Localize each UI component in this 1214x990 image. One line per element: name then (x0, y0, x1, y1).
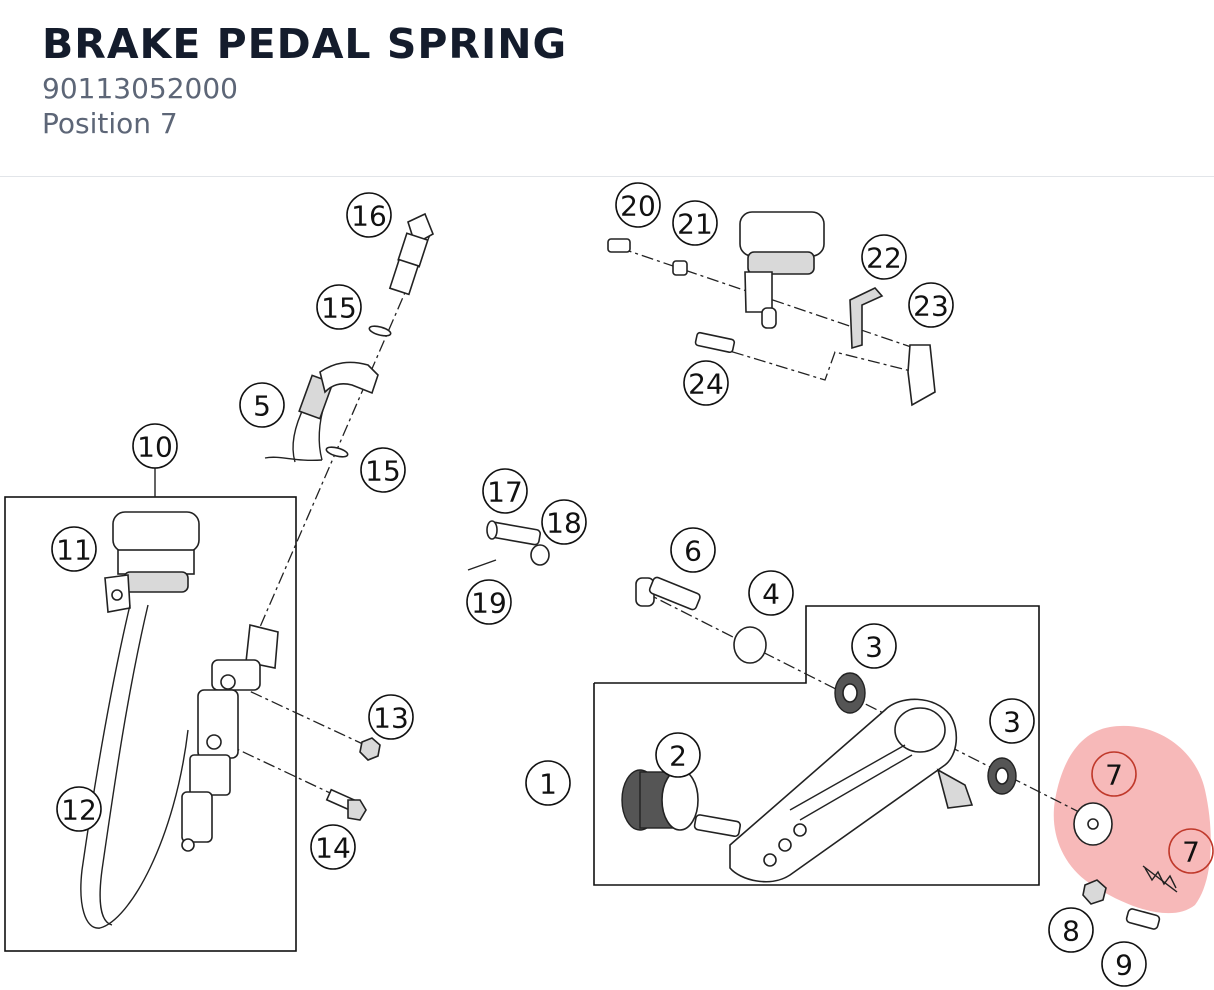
callout-5[interactable]: 5 (239, 382, 285, 428)
callout-label: 18 (546, 507, 582, 540)
callout-1[interactable]: 1 (525, 760, 571, 806)
banjo-fitting (388, 212, 435, 296)
callout-9[interactable]: 9 (1101, 941, 1147, 987)
part-header: BRAKE PEDAL SPRING 90113052000 Position … (0, 0, 1214, 177)
callout-label: 10 (137, 431, 173, 464)
part-number: 90113052000 (42, 72, 238, 105)
callout-11[interactable]: 11 (51, 526, 97, 572)
callout-label: 22 (866, 242, 902, 275)
bracket-23 (907, 344, 936, 407)
pedal-assembly-frame (593, 605, 1040, 886)
callout-15[interactable]: 15 (316, 284, 362, 330)
cotter-pin-19 (467, 559, 497, 571)
part-title: BRAKE PEDAL SPRING (42, 20, 568, 68)
callout-label: 14 (315, 832, 351, 865)
callout-label: 9 (1115, 949, 1133, 982)
callout-7[interactable]: 7 (1168, 828, 1214, 874)
washer-4 (733, 626, 767, 664)
callout-24[interactable]: 24 (683, 360, 729, 406)
callout-label: 2 (669, 740, 687, 773)
callout-14[interactable]: 14 (310, 824, 356, 870)
callout-17[interactable]: 17 (482, 468, 528, 514)
pivot-bolt-6 (635, 576, 701, 611)
callout-12[interactable]: 12 (56, 786, 102, 832)
position-label: Position 7 (42, 107, 178, 140)
pedal-rubber-2 (621, 769, 699, 831)
callout-2[interactable]: 2 (655, 732, 701, 778)
callout-label: 20 (620, 190, 656, 223)
callout-label: 1 (539, 768, 557, 801)
callout-label: 23 (913, 290, 949, 323)
washer-18 (530, 544, 550, 566)
nut-13 (359, 737, 381, 761)
reservoir-top (739, 211, 825, 329)
callout-label: 17 (487, 476, 523, 509)
callout-label: 15 (365, 455, 401, 488)
callout-6[interactable]: 6 (670, 527, 716, 573)
callout-label: 3 (865, 631, 883, 664)
callout-3[interactable]: 3 (989, 698, 1035, 744)
master-cylinder (181, 624, 279, 852)
callout-label: 12 (61, 794, 97, 827)
callout-label: 5 (253, 390, 271, 423)
callout-label: 21 (677, 208, 713, 241)
callout-19[interactable]: 19 (466, 579, 512, 625)
position-7-highlight (1053, 725, 1211, 914)
spacer-21 (672, 260, 688, 276)
bracket-22 (849, 287, 884, 350)
callout-label: 11 (56, 534, 92, 567)
pin-17 (486, 520, 542, 546)
brake-pedal-spring (1142, 865, 1178, 893)
callout-label: 24 (688, 368, 724, 401)
callout-21[interactable]: 21 (672, 200, 718, 246)
callout-10[interactable]: 10 (132, 423, 178, 469)
callout-20[interactable]: 20 (615, 182, 661, 228)
reservoir-hose (80, 604, 131, 929)
callout-label: 13 (373, 702, 409, 735)
callout-8[interactable]: 8 (1048, 907, 1094, 953)
bolt-14 (325, 788, 367, 821)
pedal-pin (693, 814, 742, 838)
nut-8 (1082, 879, 1107, 905)
callout-label: 16 (351, 200, 387, 233)
callout-label: 15 (321, 292, 357, 325)
reservoir-left (104, 511, 200, 613)
callout-label: 19 (471, 587, 507, 620)
brake-pedal (729, 698, 974, 883)
callout-label: 4 (762, 578, 780, 611)
callout-22[interactable]: 22 (861, 234, 907, 280)
bolt-24 (694, 331, 736, 354)
callout-18[interactable]: 18 (541, 499, 587, 545)
callout-16[interactable]: 16 (346, 192, 392, 238)
callout-label: 7 (1182, 836, 1200, 869)
bolt-20 (607, 238, 631, 253)
callout-label: 3 (1003, 706, 1021, 739)
callout-13[interactable]: 13 (368, 694, 414, 740)
callout-label: 8 (1062, 915, 1080, 948)
callout-4[interactable]: 4 (748, 570, 794, 616)
callout-label: 6 (684, 535, 702, 568)
master-cylinder-frame (4, 496, 297, 952)
callout-15[interactable]: 15 (360, 447, 406, 493)
callout-23[interactable]: 23 (908, 282, 954, 328)
callout-label: 7 (1105, 759, 1123, 792)
bolt-9 (1125, 908, 1161, 930)
callout-7[interactable]: 7 (1091, 751, 1137, 797)
brake-hose (264, 361, 379, 463)
callout-3[interactable]: 3 (851, 623, 897, 669)
